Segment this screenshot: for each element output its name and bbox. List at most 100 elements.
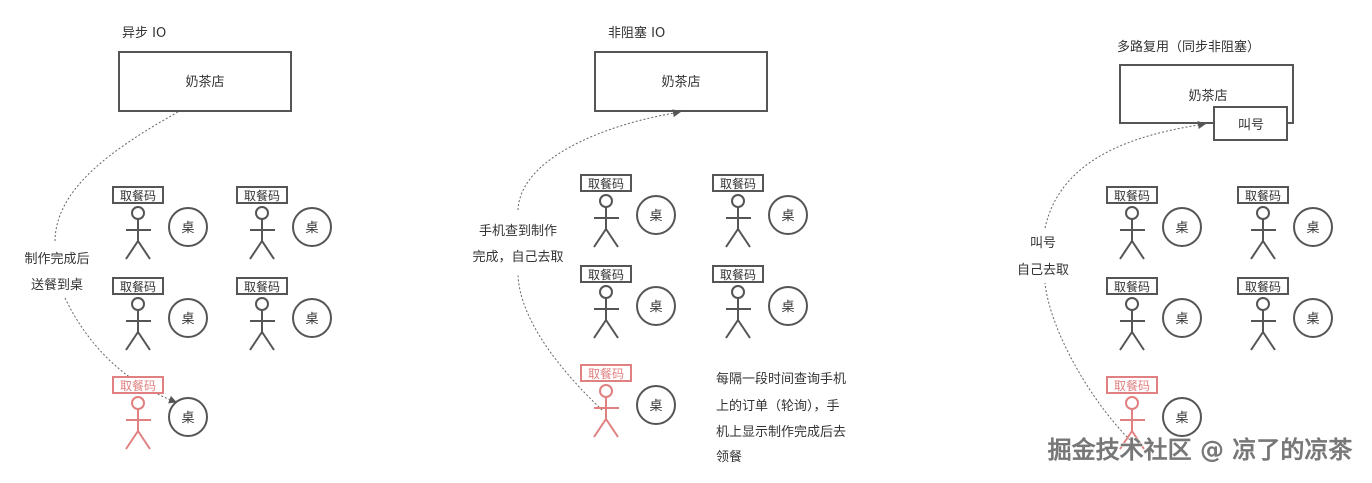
pickup-code-box: [112, 277, 164, 295]
pickup-code-box: [712, 265, 764, 283]
table-icon: [768, 195, 808, 235]
pickup-code-box: [112, 376, 164, 394]
side-note-line: 上的订单（轮询），手: [716, 398, 840, 414]
shop-label: 奶茶店: [185, 74, 224, 90]
panel-title: 多路复用（同步非阻塞）: [1117, 39, 1260, 55]
pickup-code-box: [1106, 376, 1158, 394]
table-label: 桌: [649, 399, 662, 414]
table-icon: [1162, 207, 1202, 247]
person-icon: [1119, 297, 1145, 351]
pickup-code-label: 取餐码: [1114, 378, 1150, 393]
pickup-code-label: 取餐码: [120, 188, 156, 203]
pickup-code-box: [1237, 277, 1289, 295]
table-icon: [292, 298, 332, 338]
note-line: 送餐到桌: [31, 277, 83, 293]
table-icon: [1162, 397, 1202, 437]
person-icon: [593, 384, 619, 438]
pickup-code-box: [112, 186, 164, 204]
pickup-code-box: [236, 186, 288, 204]
pickup-code-box: [1237, 186, 1289, 204]
pickup-code-label: 取餐码: [588, 176, 624, 191]
shop-label: 奶茶店: [661, 74, 700, 90]
table-label: 桌: [649, 300, 662, 315]
table-label: 桌: [1175, 312, 1188, 327]
table-icon: [768, 286, 808, 326]
pickup-code-label: 取餐码: [1114, 279, 1150, 294]
table-icon: [168, 207, 208, 247]
pickup-code-box: [1106, 186, 1158, 204]
table-icon: [1162, 298, 1202, 338]
customers: 取餐码桌取餐码桌取餐码桌取餐码桌取餐码桌取餐码桌取餐码桌取餐码桌取餐码桌取餐码桌…: [112, 174, 1333, 450]
table-icon: [1293, 207, 1333, 247]
pickup-code-box: [712, 174, 764, 192]
person-icon: [725, 194, 751, 248]
person-icon: [1250, 206, 1276, 260]
table-icon: [292, 207, 332, 247]
table-icon: [636, 286, 676, 326]
table-label: 桌: [1175, 221, 1188, 236]
person-icon: [1119, 206, 1145, 260]
table-label: 桌: [305, 312, 318, 327]
table-label: 桌: [649, 209, 662, 224]
table-label: 桌: [1306, 221, 1319, 236]
side-note-line: 领餐: [716, 449, 742, 465]
call-number-box: [1213, 106, 1288, 141]
pickup-code-label: 取餐码: [120, 378, 156, 393]
note-line: 自己去取: [1017, 263, 1069, 278]
panel-nonblocking-io: 非阻塞 IO 奶茶店 手机查到制作 完成，自己去取 每隔一段时间查询手机 上的订…: [472, 25, 846, 465]
pickup-code-label: 取餐码: [1245, 279, 1281, 294]
shop-box: [118, 51, 292, 112]
note-line: 制作完成后: [24, 252, 89, 267]
pickup-code-box: [1106, 277, 1158, 295]
table-label: 桌: [781, 209, 794, 224]
table-label: 桌: [1306, 312, 1319, 327]
person-icon: [125, 297, 151, 351]
pickup-code-label: 取餐码: [588, 366, 624, 381]
pickup-code-label: 取餐码: [244, 279, 280, 294]
table-label: 桌: [305, 221, 318, 236]
pickup-code-box: [580, 364, 632, 382]
delivery-arrow-end: [64, 297, 177, 404]
pickup-code-box: [580, 174, 632, 192]
table-icon: [636, 195, 676, 235]
table-label: 桌: [181, 221, 194, 236]
pickup-code-box: [580, 265, 632, 283]
pickup-code-label: 取餐码: [588, 267, 624, 282]
pickup-code-label: 取餐码: [120, 279, 156, 294]
person-icon: [593, 194, 619, 248]
table-icon: [168, 397, 208, 437]
person-icon: [1250, 297, 1276, 351]
note-line: 叫号: [1030, 236, 1056, 251]
table-icon: [1293, 298, 1333, 338]
pickup-code-label: 取餐码: [1114, 188, 1150, 203]
polling-arrow: [517, 112, 680, 411]
pickup-code-box: [236, 277, 288, 295]
shop-label: 奶茶店: [1188, 88, 1227, 104]
pickup-code-label: 取餐码: [720, 176, 756, 191]
person-icon: [249, 297, 275, 351]
person-icon: [125, 396, 151, 450]
panel-async-io: 异步 IO 奶茶店 制作完成后 送餐到桌: [24, 26, 292, 404]
table-icon: [636, 385, 676, 425]
pickup-code-label: 取餐码: [720, 267, 756, 282]
shop-box: [594, 51, 768, 112]
watermark: 掘金技术社区 @ 凉了的凉茶: [1048, 436, 1354, 464]
table-label: 桌: [181, 312, 194, 327]
call-arrow: [1044, 124, 1205, 441]
